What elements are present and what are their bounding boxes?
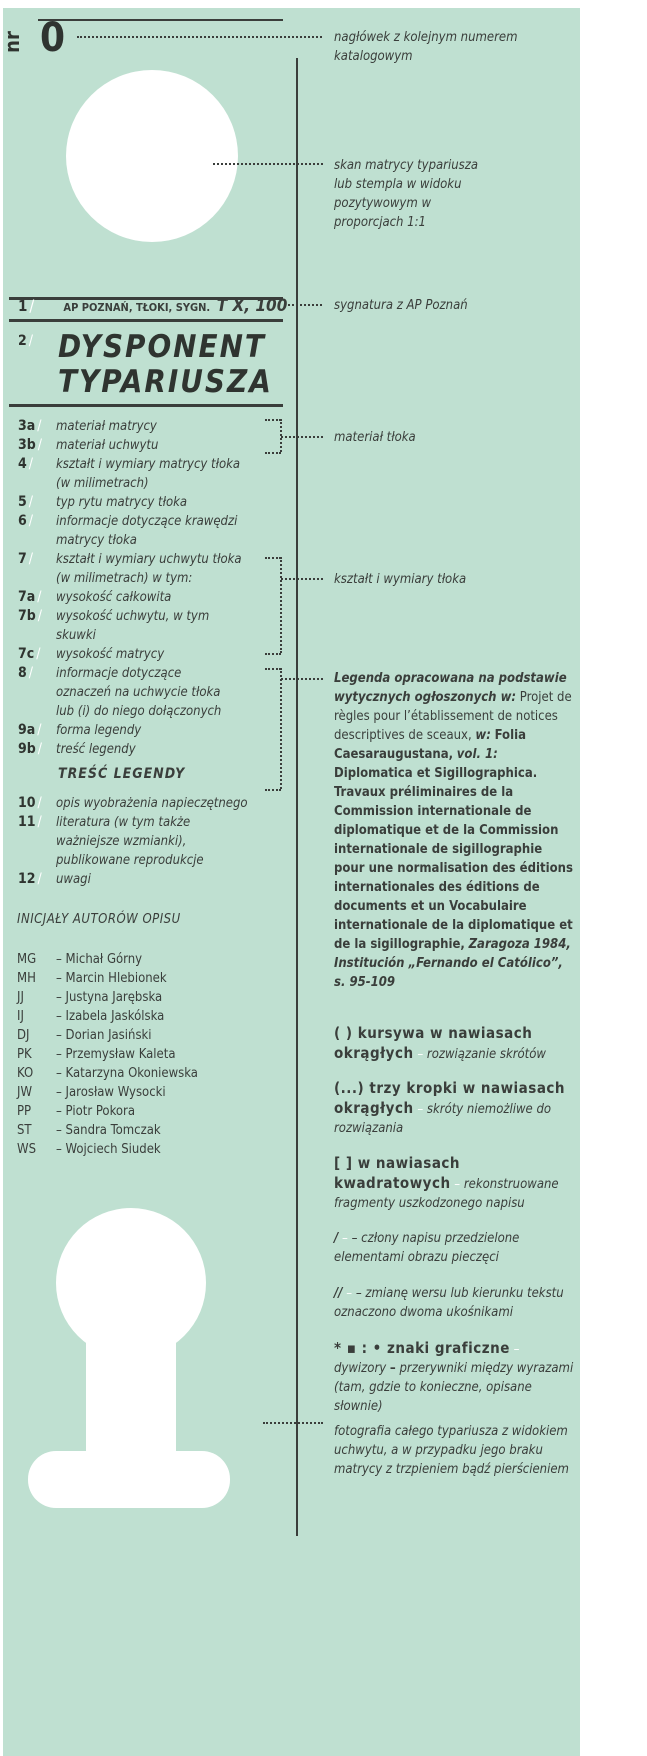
item-9b: 9b/treść legendy — [18, 741, 136, 757]
item-10: 10/opis wyobrażenia napieczętnego — [18, 795, 248, 811]
note-scan: skan matrycy typariusza lub stempla w wi… — [334, 158, 479, 230]
bracket-side — [280, 668, 282, 789]
bracket-bottom — [265, 789, 281, 791]
note-header: nagłówek z kolejnym numerem katalogowym — [334, 30, 518, 64]
author-row: DJ– Dorian Jasiński — [17, 1028, 152, 1043]
author-row: JJ– Justyna Jarębska — [17, 990, 163, 1005]
author-row: PP– Piotr Pokora — [17, 1104, 136, 1119]
item-4: 4/kształt i wymiary matrycy tłoka — [18, 456, 241, 472]
key-slash: / – – człony napisu przedzielone element… — [334, 1231, 520, 1265]
item-12: 12/uwagi — [18, 871, 91, 887]
leader-line — [263, 1422, 323, 1424]
item-8: 8/informacje dotyczące — [18, 665, 182, 681]
author-row: JW– Jarosław Wysocki — [17, 1085, 166, 1100]
note-shape: kształt i wymiary tłoka — [334, 572, 467, 587]
bracket-top — [265, 557, 281, 559]
catalog-legend-page: nr 0 nagłówek z kolejnym numerem katalog… — [3, 8, 580, 1756]
author-row: IJ– Izabela Jaskólska — [17, 1009, 165, 1024]
note-material: materiał tłoka — [334, 430, 416, 445]
leader-line — [281, 578, 323, 580]
bracket-top — [265, 419, 281, 421]
key-ellipsis: (...) trzy kropki w nawiasach okrągłych … — [334, 1079, 566, 1136]
note-signature: sygnatura z AP Poznań — [334, 298, 468, 313]
item-7c: 7c/wysokość matrycy — [18, 646, 165, 662]
item-5: 5/typ rytu matrycy tłoka — [18, 494, 188, 510]
catalog-number: 0 — [40, 15, 66, 61]
legend-content-label: TREŚĆ LEGENDY — [58, 766, 186, 782]
key-double-slash: // – – zmianę wersu lub kierunku tekstu … — [334, 1286, 564, 1320]
rule-title — [9, 404, 283, 407]
rule-top-signature — [9, 297, 283, 300]
item-7b: 7b/wysokość uchwytu, w tym — [18, 608, 210, 624]
author-row: WS– Wojciech Siudek — [17, 1142, 161, 1157]
disponent-title: DYSPONENT TYPARIUSZA — [58, 329, 273, 400]
bracket-top — [265, 668, 281, 670]
bracket-bottom — [265, 452, 281, 454]
key-graphic-marks: * ▪ : • znaki graficzne – dywizory – prz… — [334, 1339, 574, 1414]
bracket-bottom — [265, 653, 281, 655]
legend-source-note: Legenda opracowana na podstawie wytyczny… — [334, 671, 573, 990]
authors-heading: INICJAŁY AUTORÓW OPISU — [17, 912, 181, 927]
bracket-side — [280, 557, 282, 653]
author-row: KO– Katarzyna Okoniewska — [17, 1066, 198, 1081]
item-7b-cont: skuwki — [56, 628, 96, 643]
signature-row: 1/ AP POZNAŃ, TŁOKI, SYGN. T X, 100 — [18, 296, 288, 316]
item-11-cont1: ważniejsze wzmianki), — [56, 834, 187, 849]
nr-label: nr — [3, 31, 24, 53]
matrix-scan-placeholder — [66, 70, 238, 242]
leader-line — [77, 36, 322, 38]
vertical-axis — [296, 58, 298, 1536]
item-11-cont2: publikowane reprodukcje — [56, 853, 204, 868]
item-3b: 3b/materiał uchwytu — [18, 437, 159, 453]
key-parentheses: ( ) kursywa w nawiasach okrągłych – rozw… — [334, 1024, 546, 1062]
rule-bottom-signature — [9, 319, 283, 322]
item-8-cont1: oznaczeń na uchwycie tłoka — [56, 685, 221, 700]
author-row: MH– Marcin Hlebionek — [17, 971, 167, 986]
item-4-cont: (w milimetrach) — [56, 476, 149, 491]
note-photo: fotografia całego typariusza z widokiem … — [334, 1424, 569, 1477]
bracket-side — [280, 419, 282, 452]
item-7: 7/kształt i wymiary uchwytu tłoka — [18, 551, 242, 567]
typarium-photo-placeholder — [28, 1208, 238, 1518]
item-6: 6/informacje dotyczące krawędzi — [18, 513, 238, 529]
item-3a: 3a/materiał matrycy — [18, 418, 157, 434]
item2-number: 2/ — [18, 333, 34, 349]
author-row: PK– Przemysław Kaleta — [17, 1047, 176, 1062]
author-row: ST– Sandra Tomczak — [17, 1123, 161, 1138]
item-8-cont2: lub (i) do niego dołączonych — [56, 704, 222, 719]
author-row: MG– Michał Górny — [17, 952, 143, 967]
header-rule — [38, 19, 283, 21]
item-9a: 9a/forma legendy — [18, 722, 142, 738]
leader-line — [281, 436, 323, 438]
item-7a: 7a/wysokość całkowita — [18, 589, 172, 605]
item-7-cont: (w milimetrach) w tym: — [56, 571, 193, 586]
leader-line — [213, 163, 323, 165]
key-brackets: [ ] w nawiasach kwadratowych – rekonstru… — [334, 1154, 559, 1211]
item-11: 11/literatura (w tym także — [18, 814, 191, 830]
item-6-cont: matrycy tłoka — [56, 533, 137, 548]
leader-line — [284, 304, 322, 306]
leader-line — [281, 678, 323, 680]
